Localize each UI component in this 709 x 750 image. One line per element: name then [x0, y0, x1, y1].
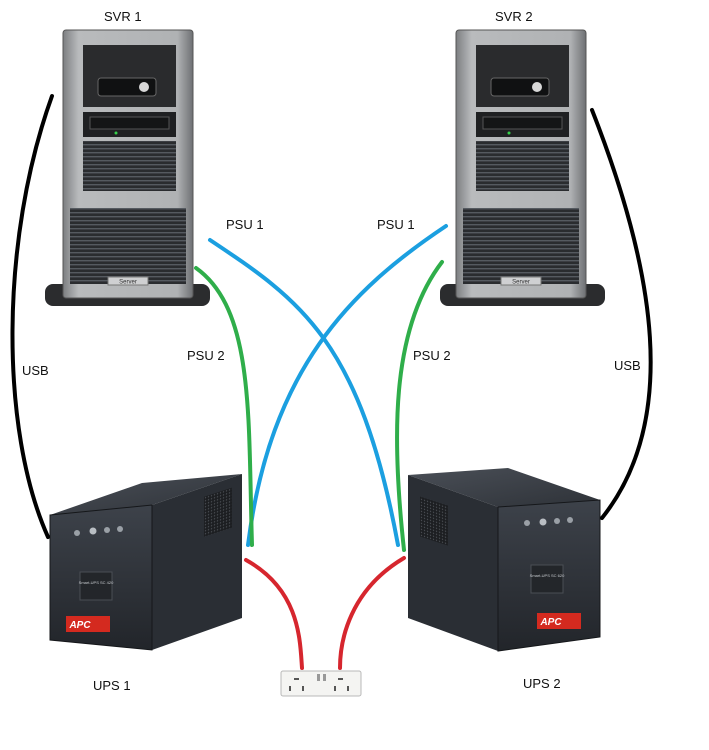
ups-2-panel	[530, 564, 564, 594]
label-psu1-right: PSU 1	[377, 217, 415, 232]
server-1-optical-drive	[89, 116, 170, 130]
server-1-vent-upper	[83, 141, 176, 191]
server-2-optical-drive	[482, 116, 563, 130]
label-psu1-left: PSU 1	[226, 217, 264, 232]
psu2-cable-svr2-to-ups2	[394, 260, 444, 552]
ups-2-button-c	[554, 518, 560, 524]
ups-1-top	[50, 474, 242, 515]
server-2-vent-upper	[476, 141, 569, 191]
ups-1-button-c	[104, 527, 110, 533]
usb-cable-right	[590, 108, 653, 520]
ups-2-logo-plate	[537, 613, 581, 629]
ups-2-model-text: Smart-UPS SC 620	[530, 573, 565, 578]
wall-socket-plate	[280, 670, 362, 697]
psu1-cable-svr2-to-ups1	[246, 224, 448, 547]
server-1-power-button	[139, 82, 149, 92]
psu2-cable-svr1-to-ups1	[194, 266, 254, 547]
mains-cable-ups1	[244, 558, 304, 670]
ups-1-button-d	[117, 526, 123, 532]
server-2-badge-text: Server	[512, 280, 530, 286]
server-2-power-panel	[490, 77, 550, 97]
label-usb-right: USB	[614, 358, 641, 373]
ups-1-button-b	[89, 527, 97, 535]
server-1-top-bay	[83, 45, 176, 107]
server-2-led	[507, 131, 511, 135]
label-usb-left: USB	[22, 363, 49, 378]
server-1-badge-text: Server	[119, 280, 137, 286]
wall-socket-pin-2a	[338, 678, 343, 680]
server-1: Server	[45, 29, 210, 306]
ups-2-side-vents	[420, 496, 448, 546]
server-2-badge	[500, 276, 542, 286]
label-psu2-left: PSU 2	[187, 348, 225, 363]
server-2-vent-lower	[463, 208, 579, 284]
wall-socket-pin-1a	[294, 678, 299, 680]
ups-2-button-a	[524, 520, 530, 526]
server-2: Server	[440, 29, 605, 306]
mains-cable-ups2	[338, 556, 406, 670]
server-1-vent-lower	[70, 208, 186, 284]
wall-socket-pin-1c	[302, 686, 304, 691]
ups-1-button-a	[74, 530, 80, 536]
wall-socket-switch-1	[317, 674, 320, 681]
ups-1-brand: APC	[68, 620, 91, 631]
server-1-badge	[107, 276, 149, 286]
wall-socket-pin-2c	[347, 686, 349, 691]
label-ups-1: UPS 1	[93, 678, 131, 693]
wall-socket-pin-1b	[289, 686, 291, 691]
label-ups-2: UPS 2	[523, 676, 561, 691]
wall-socket-switch-2	[323, 674, 326, 681]
server-1-led	[114, 131, 118, 135]
wall-socket-pin-2b	[334, 686, 336, 691]
label-server-2: SVR 2	[495, 9, 533, 24]
ups-2-top	[408, 468, 600, 507]
ups-2: Smart-UPS SC 620 APC	[408, 468, 601, 652]
server-1-power-panel	[97, 77, 157, 97]
server-2-top-bay	[476, 45, 569, 107]
ups-1-logo-plate	[66, 616, 110, 632]
server-2-power-button	[532, 82, 542, 92]
ups-2-button-b	[539, 518, 547, 526]
labels: SVR 1 SVR 2 PSU 1 PSU 1 PSU 2 PSU 2 USB …	[22, 9, 641, 693]
label-psu2-right: PSU 2	[413, 348, 451, 363]
ups-1: Smart-UPS SC 420 APC	[49, 474, 242, 651]
ups-1-panel	[79, 571, 113, 601]
usb-cable-left	[10, 94, 54, 539]
wall-socket	[280, 670, 362, 697]
ups-2-brand: APC	[539, 617, 562, 628]
cables	[10, 94, 653, 670]
label-server-1: SVR 1	[104, 9, 142, 24]
ups-1-side-vents	[204, 487, 232, 537]
ups-1-model-text: Smart-UPS SC 420	[79, 580, 114, 585]
ups-2-button-d	[567, 517, 573, 523]
